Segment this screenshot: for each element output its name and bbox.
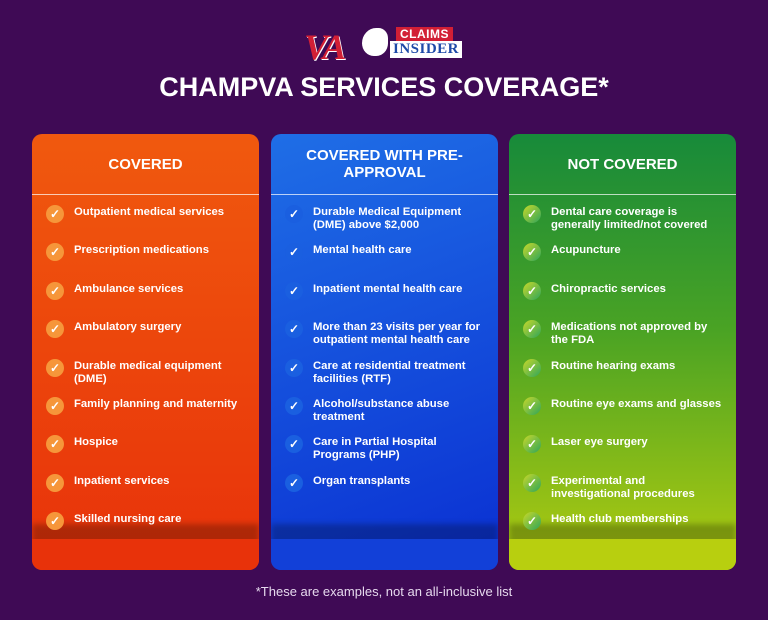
item-text: Mental health care	[313, 244, 412, 257]
list-item: ✓ Durable Medical Equipment (DME) above $…	[271, 205, 498, 244]
logo-va-text: VA	[304, 27, 346, 67]
pre-approval-card: COVERED WITH PRE-APPROVAL ✓ Durable Medic…	[271, 134, 498, 570]
list-item: ✓ Acupuncture	[509, 243, 736, 282]
list-item: ✓ Care in Partial Hospital Programs (PHP)	[271, 435, 498, 474]
item-text: Routine eye exams and glasses	[551, 397, 722, 410]
list-item: ✓ Alcohol/substance abuse treatment	[271, 396, 498, 436]
item-text: Care at residential treatment facilities…	[313, 359, 466, 385]
item-text: Dental care coverage is generally limite…	[551, 206, 708, 231]
check-icon: ✓	[46, 320, 64, 339]
check-icon: ✓	[285, 358, 303, 377]
check-icon: ✓	[46, 358, 64, 377]
va-claims-insider-logo: VA CLAIMS INSIDER	[304, 24, 464, 67]
card-heading: COVERED WITH PRE-APPROVAL	[306, 147, 463, 181]
item-text: Laser eye surgery	[551, 436, 648, 449]
check-icon: ✓	[523, 435, 541, 454]
check-icon: ✓	[523, 358, 541, 377]
check-icon: ✓	[285, 281, 303, 300]
check-icon: ✓	[523, 512, 541, 531]
eagle-icon	[362, 28, 388, 56]
item-text: Medications not approved by the FDA	[551, 321, 708, 347]
list-item: ✓ Family planning and maternity	[32, 396, 259, 436]
list-item: ✓ More than 23 visits per year for outpat…	[271, 320, 498, 359]
card-heading: COVERED	[108, 155, 183, 173]
item-text: Durable medical equipment (DME)	[74, 359, 222, 385]
check-icon: ✓	[285, 473, 303, 492]
item-text: Durable Medical Equipment (DME) above $2…	[313, 206, 462, 231]
list-item: ✓ Laser eye surgery	[509, 435, 736, 474]
list-item: ✓ Durable medical equipment (DME)	[32, 358, 259, 398]
check-icon: ✓	[285, 205, 303, 223]
item-text: Care in Partial Hospital Programs (PHP)	[313, 436, 437, 462]
item-text: Prescription medications	[74, 244, 209, 257]
list-item: ✓ Inpatient mental health care	[271, 281, 498, 321]
list-item: ✓ Skilled nursing care	[32, 512, 259, 551]
list-item: ✓ Outpatient medical services	[32, 205, 259, 244]
list-item: ✓ Dental care coverage is generally limit…	[509, 205, 736, 244]
list-item: ✓ Medications not approved by the FDA	[509, 320, 736, 359]
item-text: Acupuncture	[551, 244, 621, 257]
list-item: ✓ Mental health care	[271, 243, 498, 282]
item-text: Health club memberships	[551, 513, 689, 526]
divider	[32, 194, 259, 195]
page-title: CHAMPVA SERVICES COVERAGE*	[159, 72, 609, 102]
item-text: More than 23 visits per year for outpati…	[313, 321, 481, 347]
item-text: Skilled nursing care	[74, 513, 182, 526]
check-icon: ✓	[523, 243, 541, 262]
list-item: ✓ Hospice	[32, 435, 259, 474]
check-icon: ✓	[46, 281, 64, 300]
check-icon: ✓	[523, 320, 541, 339]
check-icon: ✓	[46, 205, 64, 223]
list-item: ✓ Inpatient services	[32, 473, 259, 513]
divider	[509, 194, 736, 195]
item-text: Family planning and maternity	[74, 397, 238, 410]
item-text: Ambulatory surgery	[74, 321, 182, 334]
check-icon: ✓	[523, 281, 541, 300]
check-icon: ✓	[285, 435, 303, 454]
item-text: Routine hearing exams	[551, 359, 676, 372]
check-icon: ✓	[46, 243, 64, 262]
list-item: ✓ Routine hearing exams	[509, 358, 736, 398]
card-heading: NOT COVERED	[567, 155, 678, 173]
item-text: Ambulance services	[74, 282, 184, 295]
item-text: Organ transplants	[313, 474, 411, 487]
covered-card: COVERED ✓ Outpatient medical services ✓ Pre…	[32, 134, 259, 570]
list-item: ✓ Chiropractic services	[509, 281, 736, 321]
not-covered-card: NOT COVERED ✓ Dental care coverage is gen…	[509, 134, 736, 570]
check-icon: ✓	[523, 473, 541, 492]
list-item: ✓ Prescription medications	[32, 243, 259, 282]
item-text: Outpatient medical services	[74, 206, 225, 218]
list-item: ✓ Organ transplants	[271, 473, 498, 513]
item-text: Inpatient services	[74, 474, 170, 487]
check-icon: ✓	[46, 435, 64, 454]
list-item: ✓ Ambulatory surgery	[32, 320, 259, 359]
item-text: Alcohol/substance abuse treatment	[313, 397, 450, 423]
list-item: ✓ Routine eye exams and glasses	[509, 396, 736, 436]
check-icon: ✓	[523, 205, 541, 223]
item-text: Inpatient mental health care	[313, 282, 463, 295]
check-icon: ✓	[46, 512, 64, 531]
check-icon: ✓	[285, 243, 303, 262]
footnote: *These are examples, not an all-inclusiv…	[255, 584, 513, 599]
logo-claims-text: CLAIMS	[396, 27, 453, 41]
check-icon: ✓	[46, 396, 64, 415]
divider	[271, 194, 498, 195]
item-text: Experimental and investigational procedu…	[551, 474, 695, 500]
list-item: ✓ Health club memberships	[509, 512, 736, 551]
check-icon: ✓	[285, 320, 303, 339]
check-icon: ✓	[285, 396, 303, 415]
item-text: Hospice	[74, 436, 118, 449]
logo-insider-text: INSIDER	[390, 41, 463, 58]
check-icon: ✓	[523, 396, 541, 415]
check-icon: ✓	[46, 473, 64, 492]
list-item: ✓ Ambulance services	[32, 281, 259, 321]
list-item: ✓ Experimental and investigational proced…	[509, 473, 736, 513]
list-item: ✓ Care at residential treatment facilitie…	[271, 358, 498, 398]
item-text: Chiropractic services	[551, 282, 666, 295]
